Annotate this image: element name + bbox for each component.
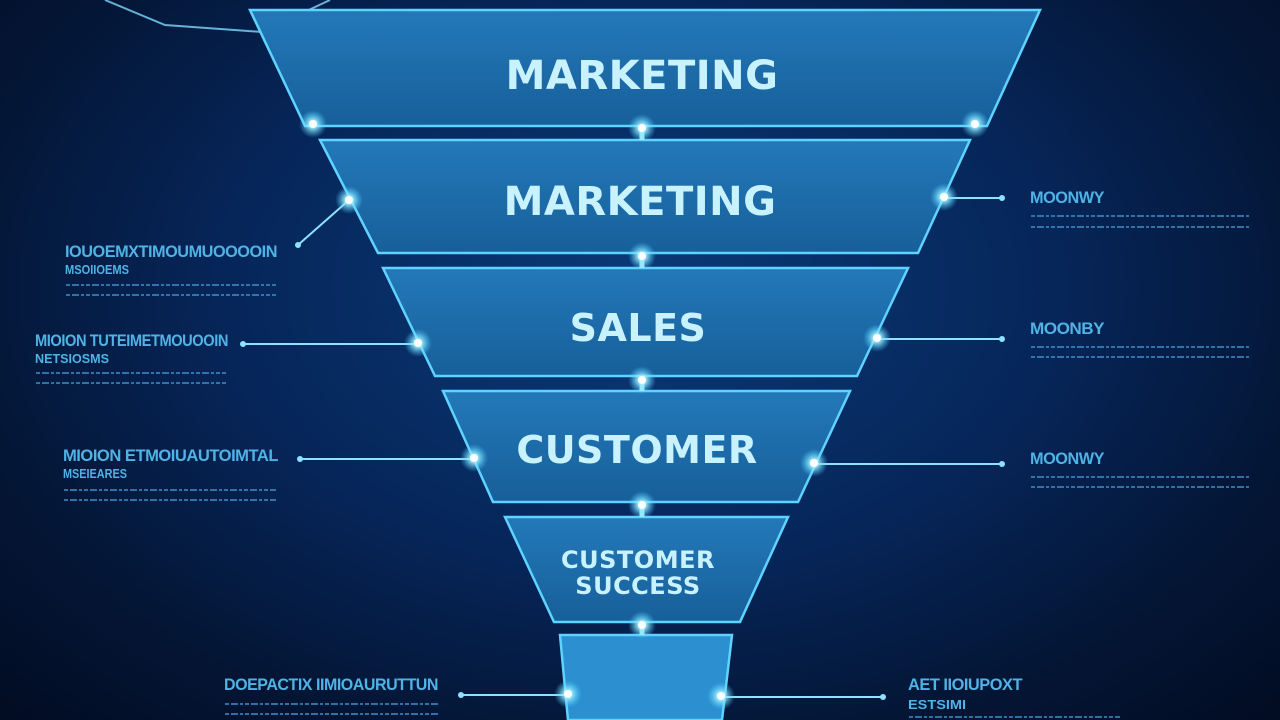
callout-heading: MOONBY [1030,319,1105,338]
glow-node [564,690,572,698]
glow-node [638,252,646,260]
glow-node [414,339,422,347]
callout-left-4: DOEPACTIX IIMIOAURUTTUN [224,675,568,715]
stage-label-1: MARKETING [506,53,779,99]
glow-node [940,193,948,201]
glow-node [873,334,881,342]
callout-heading: MIOION ETMOIUAUTOIMTAL [63,446,278,465]
glow-node [638,376,646,384]
glow-node [470,454,478,462]
glow-points [299,110,989,710]
callout-dot [999,336,1005,342]
callout-subheading: MSOIIOEMS [65,262,129,277]
glow-node [638,124,646,132]
callout-heading: IOUOEMXTIMOUMUOOOOIN [65,242,277,261]
callout-dot [880,694,886,700]
callout-left-3: MIOION ETMOIUAUTOIMTAL MSEIEARES [63,446,474,501]
callout-subheading: ESTSIMI [908,697,966,712]
glow-node [717,692,725,700]
stage-label-5-line2: SUCCESS [575,572,700,600]
funnel-segment-2 [317,138,972,255]
glow-node [971,120,979,128]
glow-node [309,120,317,128]
glow-node [810,459,818,467]
callout-dot [458,692,464,698]
callout-right-3: MOONWY [814,449,1251,488]
callout-right-2: MOONBY [877,319,1251,358]
funnel-segments [248,8,1042,720]
callout-heading: DOEPACTIX IIMIOAURUTTUN [224,675,438,694]
callout-subheading: NETSIOSMS [35,351,109,366]
glow-node [345,196,353,204]
wire-top-left [104,0,263,33]
glow-node [638,621,646,629]
callout-subheading: MSEIEARES [63,466,127,481]
callout-right-1: MOONWY [944,188,1251,228]
callout-dot [999,195,1005,201]
callout-left-1: IOUOEMXTIMOUMUOOOOIN MSOIIOEMS [65,199,350,296]
callout-heading: AET IIOIUPOXT [908,675,1023,694]
callout-dot [999,461,1005,467]
funnel-segment-5 [503,515,790,624]
funnel-segment-6 [558,633,734,720]
callout-heading: MIOION TUTEIMETMOUOOIN [35,331,228,350]
callout-heading: MOONWY [1030,449,1105,468]
callout-dot [297,456,303,462]
callout-dot [295,242,301,248]
stage-label-5-line1: CUSTOMER [561,546,715,574]
callout-dot [240,341,246,347]
callout-heading: MOONWY [1030,188,1105,207]
stage-label-2: MARKETING [504,179,777,225]
stage-label-3: SALES [570,306,707,350]
callout-right-4: AET IIOIUPOXT ESTSIMI [721,675,1120,718]
stage-label-4: CUSTOMER [516,428,757,472]
glow-node [638,501,646,509]
callout-left-2: MIOION TUTEIMETMOUOOIN NETSIOSMS [35,331,418,384]
